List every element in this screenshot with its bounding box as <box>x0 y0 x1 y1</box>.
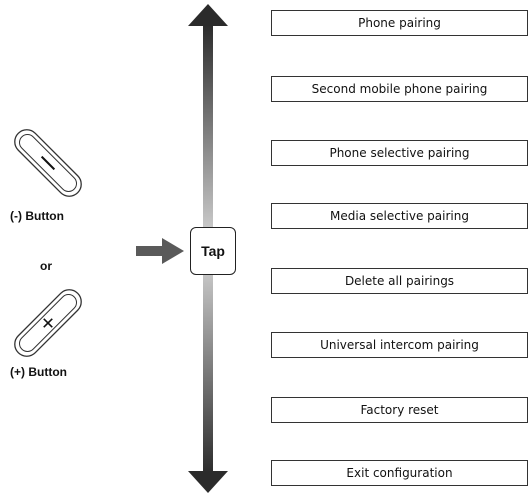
plus-button-label: (+) Button <box>10 365 67 379</box>
minus-button-label: (-) Button <box>10 209 64 223</box>
menu-item-phone-pairing: Phone pairing <box>271 10 528 36</box>
menu-item-delete-all-pairings: Delete all pairings <box>271 268 528 294</box>
or-label: or <box>40 259 52 273</box>
minus-button-icon <box>14 129 82 197</box>
menu-item-second-mobile-phone-pairing: Second mobile phone pairing <box>271 76 528 102</box>
menu-item-factory-reset: Factory reset <box>271 397 528 423</box>
plus-button-icon <box>14 289 82 357</box>
menu-item-media-selective-pairing: Media selective pairing <box>271 203 528 229</box>
menu-item-universal-intercom-pairing: Universal intercom pairing <box>271 332 528 358</box>
tap-box: Tap <box>190 227 236 275</box>
right-arrow-icon <box>136 238 184 264</box>
menu-item-phone-selective-pairing: Phone selective pairing <box>271 140 528 166</box>
menu-item-exit-configuration: Exit configuration <box>271 460 528 486</box>
